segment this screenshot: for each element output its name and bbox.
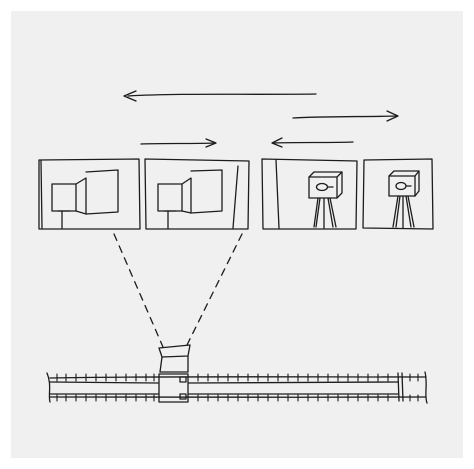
frame-4	[362, 158, 434, 230]
tripod-camera-icon	[388, 170, 420, 229]
long-left-arrow	[123, 90, 317, 102]
long-right-arrow	[292, 110, 399, 122]
frame-3	[261, 158, 358, 230]
camera-body-icon	[157, 169, 223, 229]
paper-background	[11, 11, 463, 458]
short-right-arrow	[140, 138, 217, 148]
film-perforations	[56, 373, 419, 402]
projector-gate	[158, 344, 191, 403]
tripod-camera-icon	[308, 171, 343, 229]
projection-lines	[113, 233, 243, 348]
frame-2	[144, 158, 250, 230]
frame-1	[38, 158, 141, 230]
short-left-arrow	[271, 137, 354, 148]
camera-body-icon	[51, 169, 119, 229]
